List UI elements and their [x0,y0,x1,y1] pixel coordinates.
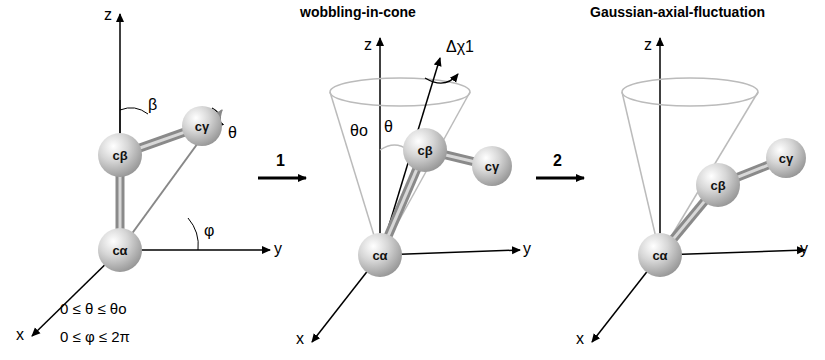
atom-sphere: cα [98,228,142,272]
atom-label: cβ [417,143,432,158]
atom-sphere: cβ [696,163,740,207]
atom-sphere: cβ [98,133,142,177]
atom-sphere: cα [638,233,682,277]
bond [120,173,121,232]
panel-label: 1 [276,152,285,170]
axis-angle-label: x [16,326,24,344]
bond [443,154,477,162]
axis-angle-label: y [523,240,531,258]
atom-label: cγ [485,159,499,174]
axis-angle-label: z [104,6,112,24]
bond [671,199,706,241]
panel-label: Gaussian-axial-fluctuation [590,4,765,20]
panel-label: wobbling-in-cone [300,4,416,20]
axis-angle-label: φ [204,222,214,240]
axis-angle-label: y [274,240,282,258]
atom-label: cβ [710,178,725,193]
axis-angle-label: z [644,36,652,54]
atom-label: cα [372,248,387,263]
atom-sphere: cγ [766,138,806,178]
bond [735,164,771,178]
bond [387,167,418,239]
axis-angle-label: θ [384,118,393,136]
axis-angle-label: 0 ≤ φ ≤ 2π [60,328,130,345]
axis-angle-label: β [148,96,157,114]
panel-label: 2 [553,152,562,170]
atom-label: cγ [195,119,209,134]
atom-sphere: cγ [472,146,512,186]
atom-label: cγ [779,151,793,166]
axis-angle-label: y [800,240,808,258]
atom-label: cα [652,248,667,263]
axis-angle-label: θ [228,124,237,142]
atom-label: cα [112,243,127,258]
atom-label: cβ [112,148,127,163]
axis-angle-label: z [364,36,372,54]
axis-angle-label: x [296,330,304,348]
axis-angle-label: x [576,330,584,348]
atom-sphere: cγ [182,106,222,146]
bond [137,131,187,149]
axis-angle-label: θo [350,122,368,140]
atom-sphere: cβ [403,128,447,172]
axis-angle-label: Δχ1 [446,38,474,56]
axis-angle-label: 0 ≤ θ ≤ θo [60,300,127,317]
atom-sphere: cα [358,233,402,277]
